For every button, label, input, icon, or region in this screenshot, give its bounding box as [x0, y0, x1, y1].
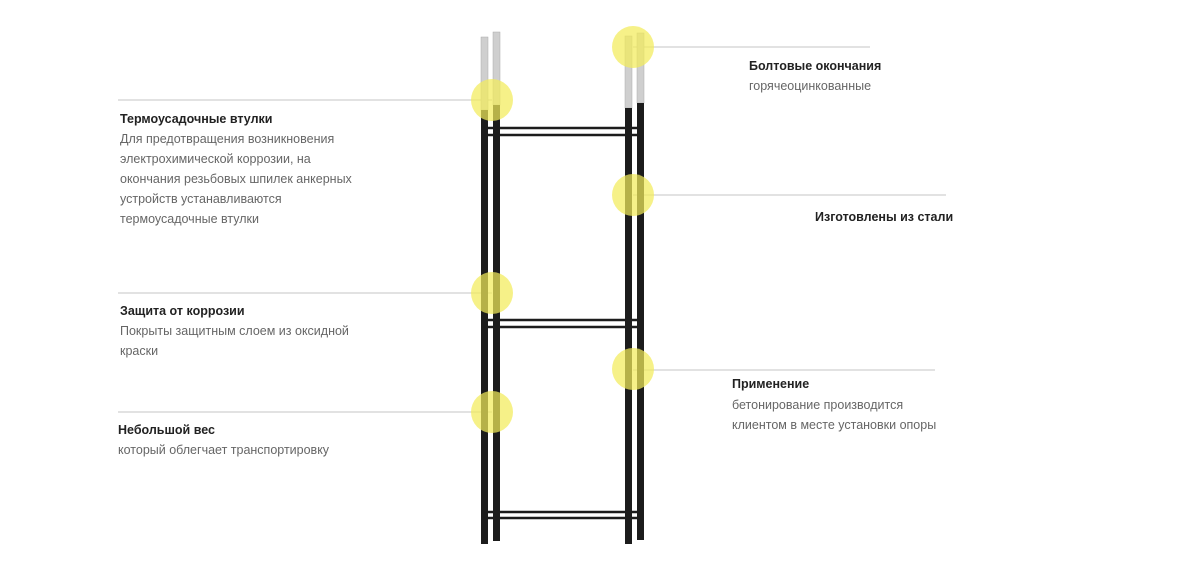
callout-desc: горячеоцинкованные — [749, 76, 871, 96]
callout-title: Болтовые окончания — [749, 59, 882, 73]
marker — [612, 174, 654, 216]
desc-line: который облегчает транспортировку — [118, 443, 330, 457]
desc-line: Покрыты защитным слоем из оксидной — [120, 324, 349, 338]
desc-line: Для предотвращения возникновения — [120, 132, 335, 146]
callout-title: Небольшой вес — [118, 423, 215, 437]
desc-line: краски — [120, 344, 159, 358]
desc-line: термоусадочные втулки — [120, 212, 259, 226]
cross-bars — [486, 126, 640, 520]
callout-desc: бетонирование производится клиентом в ме… — [732, 395, 936, 435]
marker — [612, 26, 654, 68]
marker — [471, 79, 513, 121]
desc-line: клиентом в месте установки опоры — [732, 418, 937, 432]
callout-desc: Покрыты защитным слоем из оксидной краск… — [120, 321, 349, 361]
callout-desc: который облегчает транспортировку — [118, 440, 329, 460]
marker — [612, 348, 654, 390]
callout-title: Термоусадочные втулки — [120, 112, 273, 126]
callout-title: Применение — [732, 377, 810, 391]
desc-line: горячеоцинкованные — [749, 79, 872, 93]
highlight-markers — [471, 26, 654, 433]
marker — [471, 391, 513, 433]
desc-line: окончания резьбовых шпилек анкерных — [120, 172, 352, 186]
desc-line: устройств устанавливаются — [120, 192, 282, 206]
desc-line: электрохимической коррозии, на — [120, 152, 311, 166]
desc-line: бетонирование производится — [732, 398, 904, 412]
callout-title: Изготовлены из стали — [815, 210, 954, 224]
steel-rods — [481, 103, 644, 544]
leader-lines — [118, 46, 946, 413]
callout-title: Защита от коррозии — [120, 304, 245, 318]
callout-desc: Для предотвращения возникновения электро… — [120, 129, 352, 229]
marker — [471, 272, 513, 314]
